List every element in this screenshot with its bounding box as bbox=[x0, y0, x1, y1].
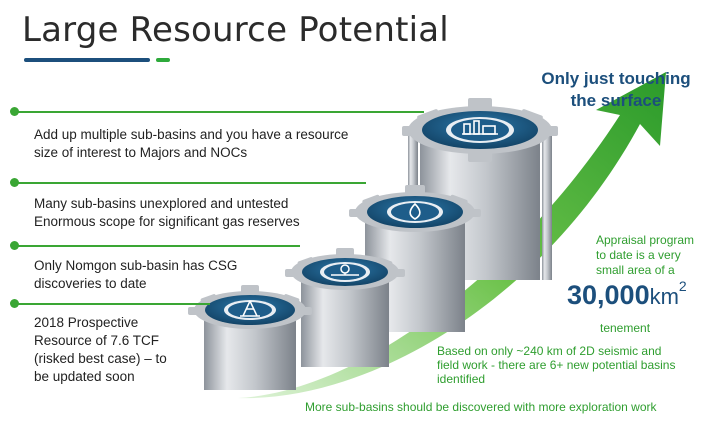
gear-drilling bbox=[188, 285, 312, 390]
tenement-label: tenement bbox=[600, 321, 651, 335]
bullet-4: 2018 Prospective Resource of 7.6 TCF (ri… bbox=[34, 314, 167, 386]
bullet-line-2 bbox=[14, 182, 366, 184]
area-superscript: 2 bbox=[678, 278, 687, 294]
gas-plant-icon bbox=[462, 120, 498, 135]
bullet-4-line-1: 2018 Prospective bbox=[34, 315, 139, 330]
area-figure: 30,000km2 bbox=[567, 278, 687, 311]
bullet-3: Only Nomgon sub-basin has CSG discoverie… bbox=[34, 257, 237, 293]
pipeline-valve-icon bbox=[331, 264, 359, 276]
appraisal-line-2: to date is a very bbox=[596, 248, 681, 262]
growth-arrow bbox=[238, 72, 666, 399]
bullet-1: Add up multiple sub-basins and you have … bbox=[34, 126, 348, 162]
bullet-4-line-4: be updated soon bbox=[34, 369, 135, 384]
exploration-note: More sub-basins should be discovered wit… bbox=[305, 400, 657, 414]
bullet-line-3 bbox=[14, 245, 300, 247]
appraisal-line-3: small area of a bbox=[596, 263, 675, 277]
headline: Only just touching the surface bbox=[528, 68, 704, 112]
title-underline bbox=[24, 58, 150, 62]
bullet-4-line-2: Resource of 7.6 TCF bbox=[34, 333, 160, 348]
bullet-line-1 bbox=[14, 111, 424, 113]
seismic-note: Based on only ~240 km of 2D seismic and … bbox=[437, 344, 709, 386]
bullet-3-line-2: discoveries to date bbox=[34, 276, 147, 291]
headline-line-2: the surface bbox=[570, 91, 662, 110]
title-underline-accent bbox=[156, 58, 170, 62]
bullet-2-line-1: Many sub-basins unexplored and untested bbox=[34, 196, 289, 211]
slide-title: Large Resource Potential bbox=[22, 10, 449, 50]
gas-flame-icon bbox=[409, 202, 421, 220]
bullet-dot-2 bbox=[10, 178, 19, 187]
seismic-note-line-1: Based on only ~240 km of 2D seismic and bbox=[437, 344, 662, 358]
bullet-3-line-1: Only Nomgon sub-basin has CSG bbox=[34, 258, 238, 273]
bullet-dot-4 bbox=[10, 299, 19, 308]
drilling-rig-icon bbox=[240, 300, 260, 317]
headline-line-1: Only just touching bbox=[541, 69, 691, 88]
appraisal-line-1: Appraisal program bbox=[596, 233, 695, 247]
bullet-dot-1 bbox=[10, 107, 19, 116]
bullet-dot-3 bbox=[10, 241, 19, 250]
seismic-note-line-2: field work - there are 6+ new potential … bbox=[437, 358, 676, 372]
bullet-4-line-3: (risked best case) – to bbox=[34, 351, 167, 366]
area-unit: km bbox=[649, 284, 679, 309]
bullet-1-line-1: Add up multiple sub-basins and you have … bbox=[34, 127, 349, 142]
gear-pipeline bbox=[285, 248, 405, 367]
bullet-2-line-2: Enormous scope for significant gas reser… bbox=[34, 214, 300, 229]
bullet-1-line-2: size of interest to Majors and NOCs bbox=[34, 145, 248, 160]
appraisal-callout: Appraisal program to date is a very smal… bbox=[596, 233, 700, 278]
seismic-note-line-3: identified bbox=[437, 372, 486, 386]
area-value: 30,000 bbox=[567, 280, 650, 310]
bullet-2: Many sub-basins unexplored and untested … bbox=[34, 195, 300, 231]
bullet-line-4 bbox=[14, 303, 210, 305]
